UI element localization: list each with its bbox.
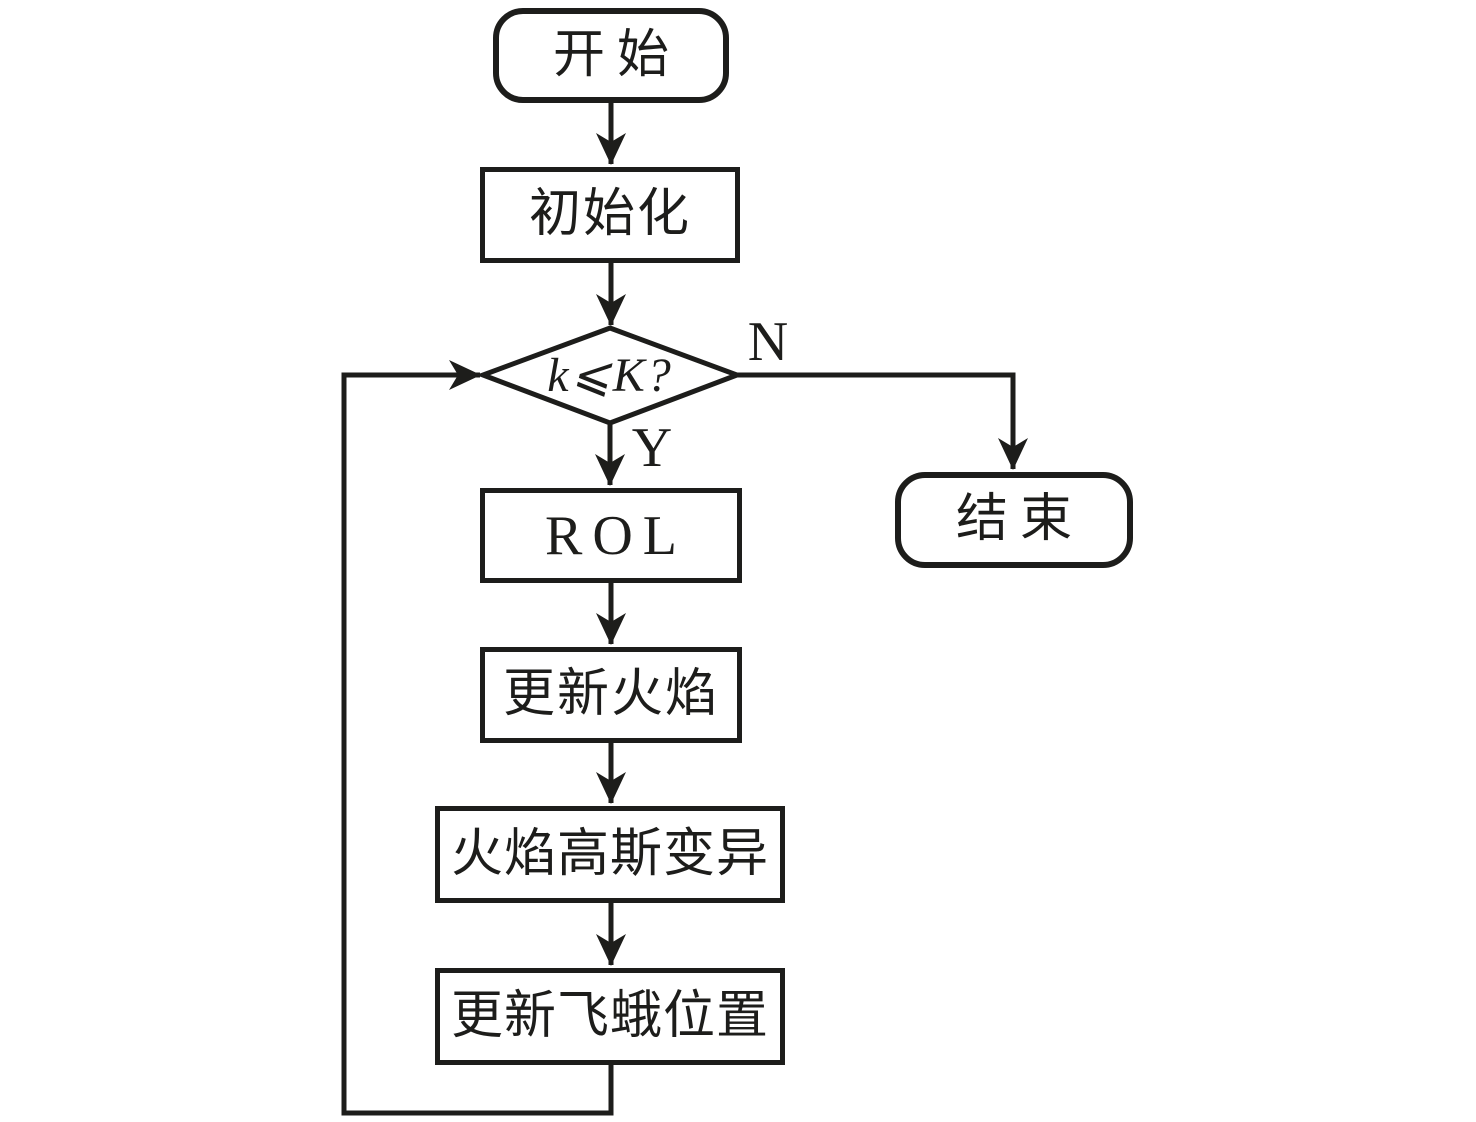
edge-label-yes: Y <box>631 417 673 479</box>
edge-decision-no-to-end <box>737 372 1028 470</box>
update-flame-node: 更新火焰 <box>480 647 742 743</box>
end-label: 结束 <box>955 491 1084 548</box>
decision-label: k⩽K? <box>547 348 673 402</box>
decision-node: k⩽K? <box>483 328 737 423</box>
rol-node: ROL <box>480 488 742 583</box>
edge-loop-back-to-decision <box>341 360 614 1116</box>
decision-diamond-shape <box>475 325 745 426</box>
edge-label-no: N <box>747 311 789 373</box>
flame-gaussian-node: 火焰高斯变异 <box>435 806 785 903</box>
start-label: 开始 <box>552 26 681 84</box>
update-moth-label: 更新飞蛾位置 <box>450 987 769 1045</box>
rol-label: ROL <box>545 504 687 567</box>
start-node: 开始 <box>493 8 729 103</box>
flame-gaussian-label: 火焰高斯变异 <box>450 825 769 883</box>
update-flame-label: 更新火焰 <box>502 666 719 723</box>
init-node: 初始化 <box>480 167 740 263</box>
end-node: 结束 <box>895 472 1133 568</box>
init-label: 初始化 <box>528 186 691 243</box>
update-moth-node: 更新飞蛾位置 <box>435 968 785 1065</box>
